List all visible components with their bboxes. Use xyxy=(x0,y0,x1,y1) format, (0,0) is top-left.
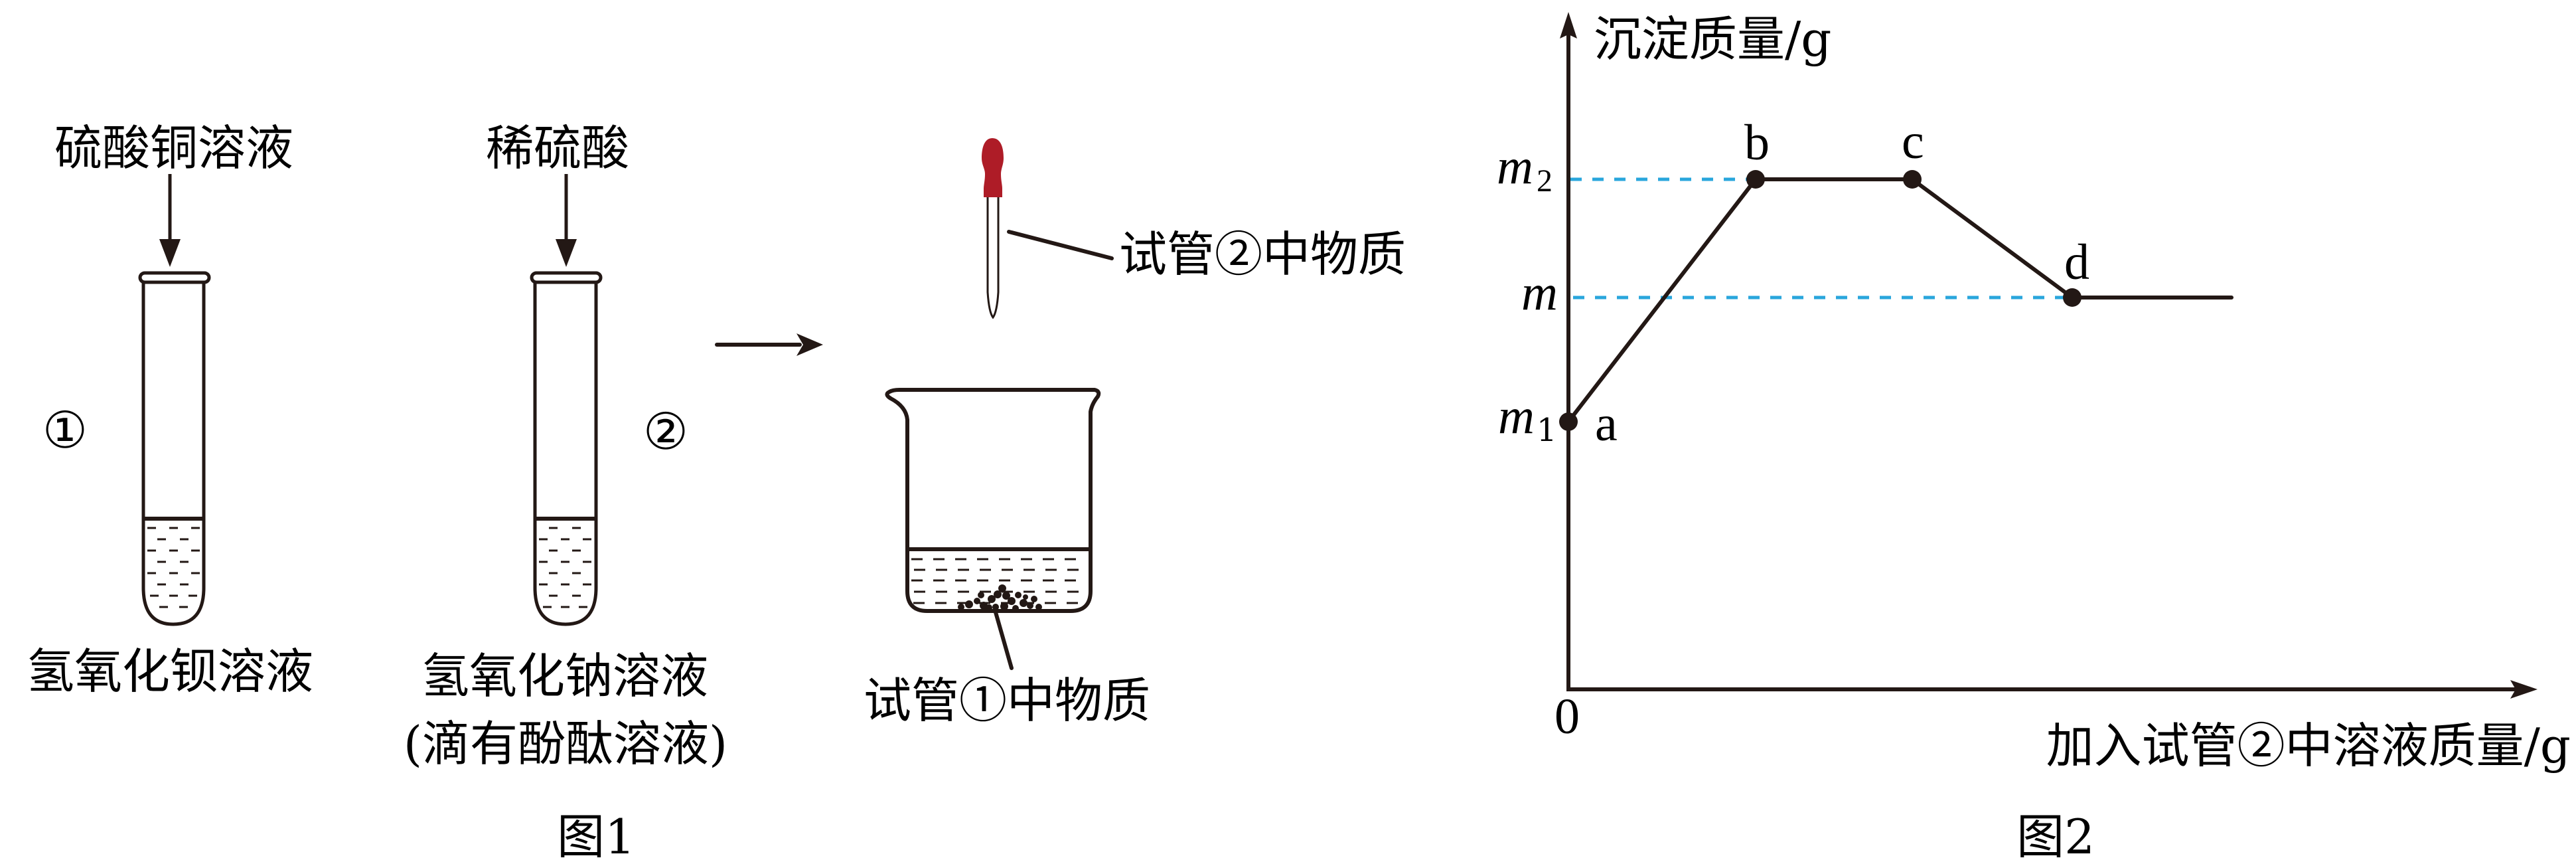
point-b-label: b xyxy=(1744,115,1770,171)
process-arrow xyxy=(715,333,823,356)
tube1-number: ① xyxy=(42,403,88,459)
y-tick-m-base: m xyxy=(1521,265,1558,321)
figure-1: 硫酸铜溶液 ① 氢氧化钡溶液 稀硫酸 xyxy=(27,120,1406,865)
tube2-contents-label: 氢氧化钠溶液 xyxy=(421,648,708,704)
tube-rim xyxy=(530,271,603,284)
y-tick-m1: m 1 xyxy=(1498,389,1557,449)
point-c xyxy=(1903,170,1922,189)
dropper-bulb-icon xyxy=(982,138,1004,197)
data-line xyxy=(1566,177,2234,424)
precipitate xyxy=(958,584,1042,612)
y-tick-m1-sub: 1 xyxy=(1537,412,1557,449)
liquid-dashes xyxy=(909,558,1089,604)
y-tick-m2: m 2 xyxy=(1497,139,1553,199)
arrow-head-icon xyxy=(159,239,181,267)
tube2-reagent-label: 稀硫酸 xyxy=(486,120,629,176)
point-d xyxy=(2063,288,2082,307)
dropper: 试管②中物质 xyxy=(982,138,1406,319)
tube1-reagent-label: 硫酸铜溶液 xyxy=(54,120,293,176)
y-tick-m2-base: m xyxy=(1497,139,1533,195)
y-tick-m: m xyxy=(1521,265,1558,321)
beaker: 试管①中物质 xyxy=(864,388,1150,729)
pointer-line xyxy=(1007,230,1114,260)
y-axis-arrow-icon xyxy=(1560,12,1577,39)
dropper-label: 试管②中物质 xyxy=(1119,226,1406,282)
beaker-label: 试管①中物质 xyxy=(864,673,1150,729)
origin-label: 0 xyxy=(1554,689,1580,744)
point-d-label: d xyxy=(2064,234,2089,290)
test-tube-1: 硫酸铜溶液 ① 氢氧化钡溶液 xyxy=(27,120,313,699)
x-axis-arrow-icon xyxy=(2510,680,2538,699)
figure-2-caption: 图2 xyxy=(2016,809,2095,863)
point-a-label: a xyxy=(1595,396,1618,452)
tube1-contents-label: 氢氧化钡溶液 xyxy=(27,644,313,699)
arrow-head-icon xyxy=(796,333,823,356)
figure-1-caption: 图1 xyxy=(557,809,635,863)
y-tick-m2-sub: 2 xyxy=(1537,163,1553,199)
tube2-indicator-label: (滴有酚酞溶液) xyxy=(404,716,727,772)
figure-2-chart: 沉淀质量/g 加入试管②中溶液质量/g 0 a b c d m 2 m m 1 … xyxy=(1497,11,2571,865)
liquid-dashes xyxy=(147,527,200,608)
point-a xyxy=(1559,412,1578,431)
liquid-dashes xyxy=(539,527,591,608)
tube-body xyxy=(141,282,206,626)
dropper-tube xyxy=(986,197,1000,319)
pointer-line xyxy=(994,610,1014,670)
arrow-head-icon xyxy=(556,239,577,267)
x-axis-label: 加入试管②中溶液质量/g xyxy=(2046,718,2571,774)
tube-body xyxy=(533,282,598,626)
tube2-number: ② xyxy=(643,404,688,460)
y-axis-label: 沉淀质量/g xyxy=(1594,11,1831,67)
tube-rim xyxy=(138,271,211,284)
y-tick-m1-base: m xyxy=(1498,389,1535,444)
beaker-body xyxy=(885,388,1101,613)
point-b xyxy=(1746,170,1765,189)
point-c-label: c xyxy=(1902,114,1924,169)
test-tube-2: 稀硫酸 ② 氢氧化钠溶液 (滴有酚酞溶液) xyxy=(404,120,727,772)
